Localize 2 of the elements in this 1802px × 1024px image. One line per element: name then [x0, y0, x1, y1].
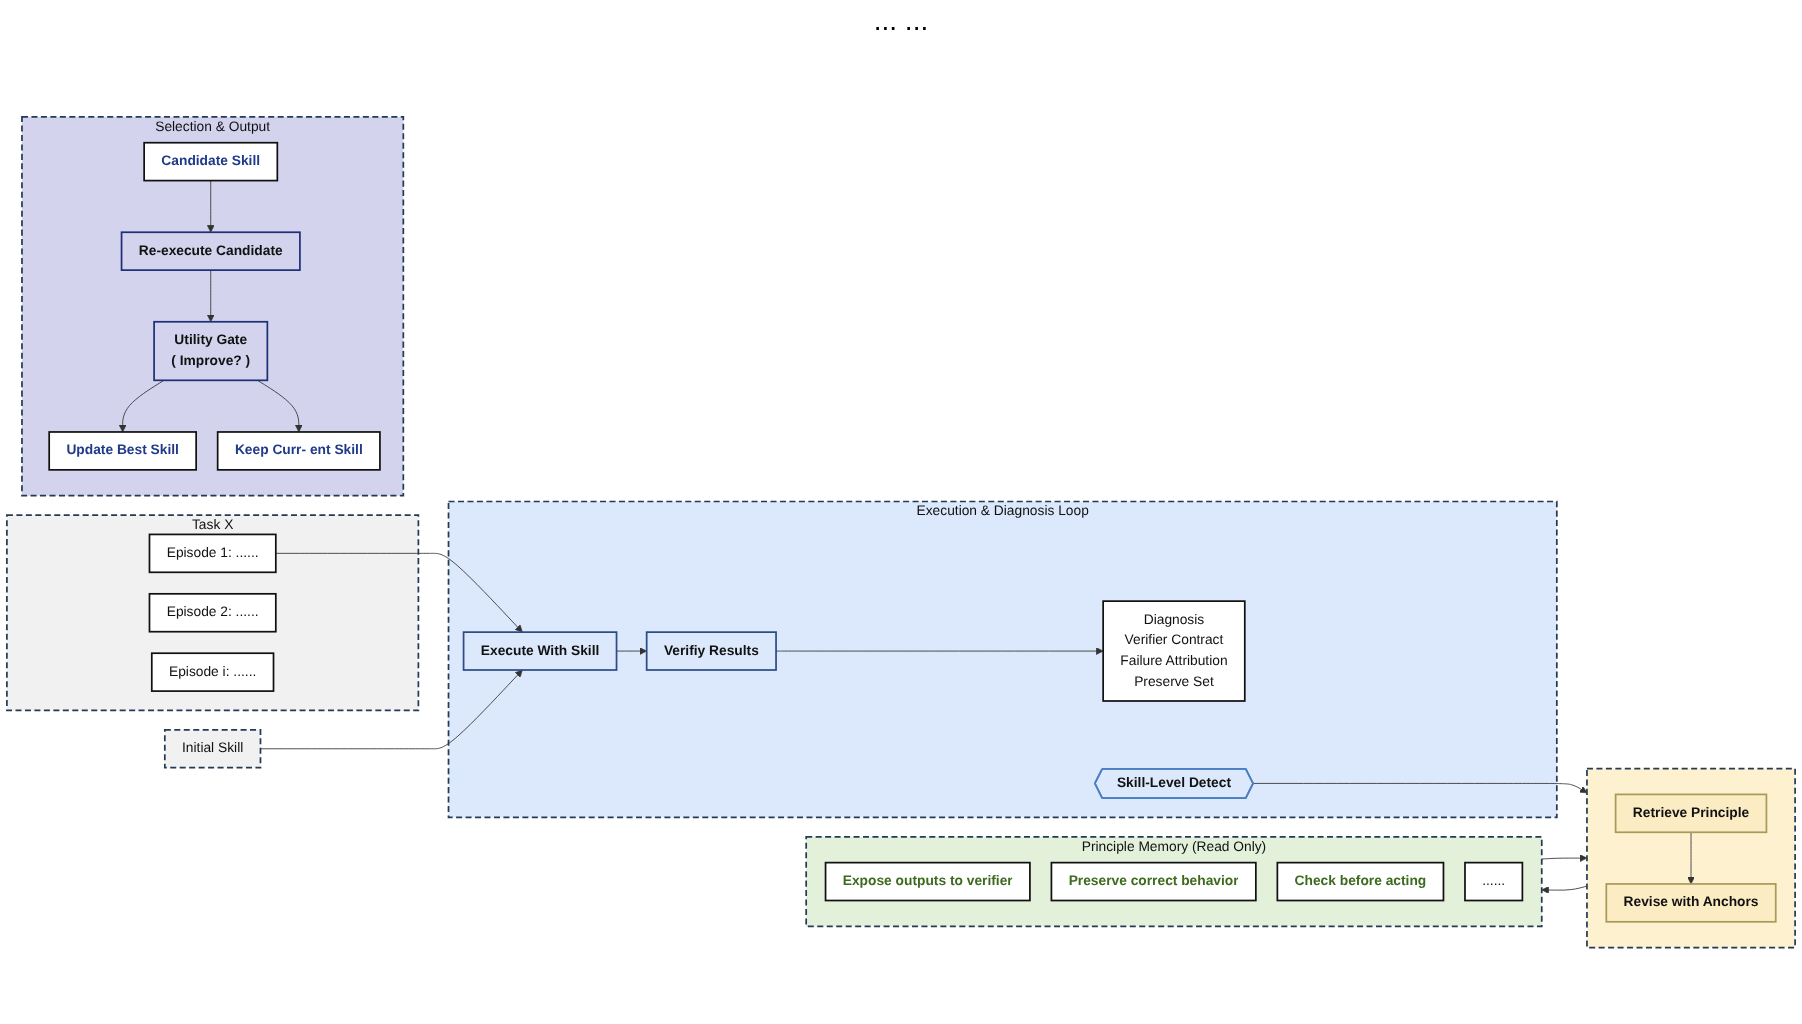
- cluster: [1586, 767, 1796, 949]
- note-text: ... ...: [873, 4, 929, 36]
